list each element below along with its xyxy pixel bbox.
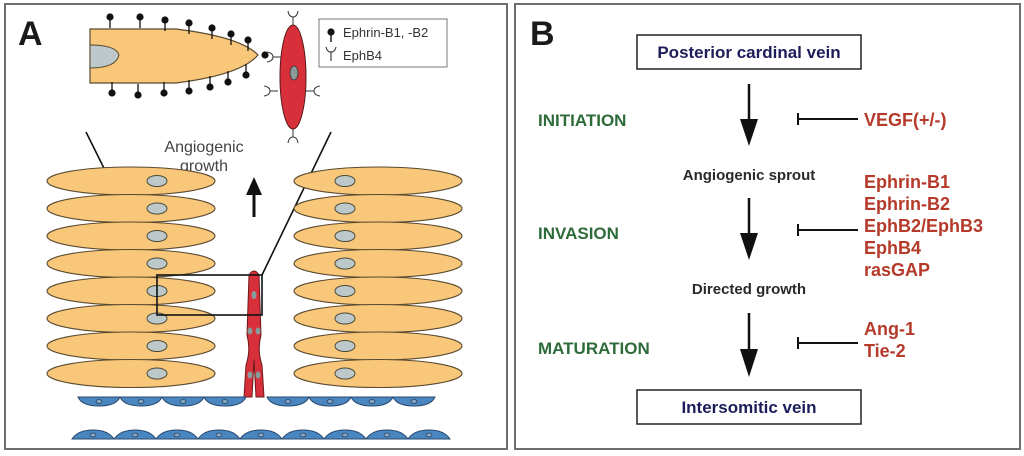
factor-ephrin-b1: Ephrin-B1 <box>864 172 950 192</box>
vein-endothelial-cell <box>365 429 409 440</box>
ephb4-receptor-icon <box>266 51 281 63</box>
end-box <box>636 389 862 425</box>
somite-cell <box>293 276 463 306</box>
start-box-label: Posterior cardinal vein <box>657 43 840 62</box>
vein-endothelial-cell <box>350 396 394 407</box>
factor-ephrin-b2: Ephrin-B2 <box>864 194 950 214</box>
ephrin-ligands <box>106 13 269 99</box>
panel-a-illustration: Ephrin-B1, -B2 EphB4 Angiogenic growth <box>46 10 463 440</box>
factor-tie-2: Tie-2 <box>864 341 906 361</box>
factor-ephb4: EphB4 <box>864 238 921 258</box>
legend-ephb4-label: EphB4 <box>343 48 382 63</box>
vein-endothelial-cell <box>308 396 352 407</box>
inhibitor-line-invasion <box>797 224 858 236</box>
zoom-line-right <box>261 131 332 276</box>
endothelial-cell-detail <box>279 24 307 130</box>
somite-cell <box>46 276 216 306</box>
somite-cell <box>293 303 463 334</box>
panel-b-flowchart: Posterior cardinal vein INITIATION INVAS… <box>538 34 983 425</box>
somite-cell <box>46 193 216 224</box>
growth-arrow-icon <box>246 177 262 217</box>
somite-cell <box>46 358 216 389</box>
somite-cell <box>46 248 216 279</box>
vein-endothelial-cell <box>281 429 325 440</box>
vein-endothelial-cell <box>197 429 241 440</box>
stage-maturation: MATURATION <box>538 339 650 358</box>
somite-cell <box>293 221 463 251</box>
factor-vegf: VEGF(+/-) <box>864 110 947 130</box>
node-angiogenic-sprout: Angiogenic sprout <box>683 167 816 184</box>
ephrin-ligand-icon <box>106 13 114 28</box>
panel-a: A Ephrin-B1, -B2 EphB4 <box>4 3 508 450</box>
arrow-invasion-icon <box>740 198 758 260</box>
somite-cell <box>293 248 463 279</box>
ephb4-receptor-icon <box>287 10 299 25</box>
somite-cell <box>293 331 463 361</box>
factor-rasgap: rasGAP <box>864 260 930 280</box>
legend-ephrin-label: Ephrin-B1, -B2 <box>343 25 428 40</box>
ephrin-ligand-icon <box>108 82 116 97</box>
zoom-region-box <box>156 274 263 316</box>
vein-endothelial-cell <box>392 396 436 407</box>
ephb4-receptor-icon <box>306 85 321 97</box>
factor-ephb2-ephb3: EphB2/EphB3 <box>864 216 983 236</box>
vein-endothelial-cell <box>113 429 157 440</box>
end-box-label: Intersomitic vein <box>681 398 816 417</box>
inhibitor-line-maturation <box>797 337 858 349</box>
vein-endothelial-cell <box>239 429 283 440</box>
start-box <box>636 34 862 70</box>
legend-receptor-icon <box>325 46 337 61</box>
vein-endothelial-cell <box>323 429 367 440</box>
panel-b: B Posterior cardinal vein INITIATION INV… <box>514 3 1021 450</box>
vein-endothelial-cell <box>71 429 115 440</box>
vein-endothelial-cell <box>77 396 121 407</box>
node-directed-growth: Directed growth <box>692 281 806 298</box>
panel-a-label: A <box>18 15 43 53</box>
panel-b-label: B <box>530 15 555 53</box>
ephrin-ligand-icon <box>224 71 232 86</box>
inhibitor-line-initiation <box>797 113 858 125</box>
vein-endothelial-cell <box>407 429 451 440</box>
sprouting-vessel <box>243 270 265 398</box>
vein-endothelial-cell <box>161 396 205 407</box>
stage-initiation: INITIATION <box>538 111 626 130</box>
ephrin-ligand-icon <box>134 84 142 99</box>
posterior-cardinal-vein-wall <box>77 396 436 407</box>
somite-cell <box>46 303 216 334</box>
vein-endothelial-cell <box>266 396 310 407</box>
ephb4-receptor-icon <box>287 129 299 144</box>
vein-endothelial-cell <box>155 429 199 440</box>
ephrin-ligand-icon <box>242 64 250 79</box>
ephrin-ligand-icon <box>161 16 169 31</box>
ephrin-ligand-icon <box>227 30 235 45</box>
ephb4-receptor-icon <box>263 85 278 97</box>
ephrin-ligand-icon <box>185 19 193 34</box>
arrow-maturation-icon <box>740 313 758 377</box>
sprout-tip-cell <box>89 28 259 84</box>
somite-cell <box>293 166 463 196</box>
vein-endothelial-cell <box>119 396 163 407</box>
ephrin-ligand-icon <box>185 80 193 95</box>
somite-cell <box>293 358 463 389</box>
ephrin-ligand-icon <box>160 82 168 97</box>
ephrin-ligand-icon <box>208 24 216 39</box>
growth-label-line1: Angiogenic <box>164 139 243 156</box>
factor-ang-1: Ang-1 <box>864 319 915 339</box>
legend: Ephrin-B1, -B2 EphB4 <box>318 18 448 68</box>
ephb4-receptors <box>263 10 321 144</box>
ephrin-ligand-icon <box>206 76 214 91</box>
ephrin-ligand-icon <box>136 13 144 28</box>
somite-cell <box>46 221 216 251</box>
arrow-initiation-icon <box>740 84 758 146</box>
posterior-cardinal-vein-floor <box>71 429 451 440</box>
growth-label-line2: growth <box>180 158 228 175</box>
stage-invasion: INVASION <box>538 224 619 243</box>
ephrin-ligand-icon <box>244 36 252 51</box>
vein-endothelial-cell <box>203 396 247 407</box>
somite-cell <box>46 331 216 361</box>
ephrin-ligand-icon <box>261 51 269 59</box>
somite-cell <box>293 193 463 224</box>
somite-cell <box>46 166 216 196</box>
legend-ligand-icon <box>327 28 335 42</box>
